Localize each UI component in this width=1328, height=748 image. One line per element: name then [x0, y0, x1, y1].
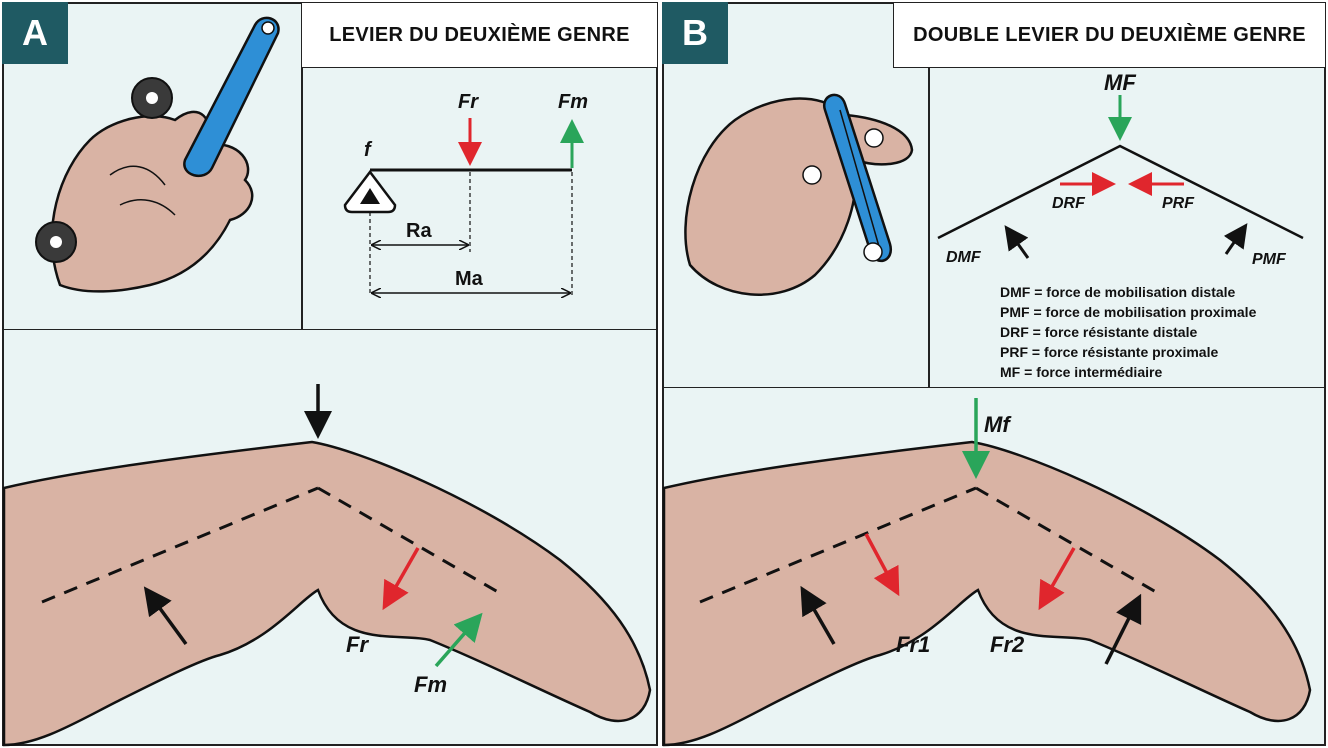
double-lever-bar	[938, 146, 1303, 238]
finger-mf-label: Mf	[984, 412, 1012, 437]
panel-a-finger-illustration: Fr Fm	[4, 384, 650, 745]
legend-row-dmf: DMF = force de mobilisation distale	[1000, 282, 1320, 302]
panel-b-finger-illustration: Mf Fr1 Fr2	[664, 398, 1310, 745]
finger-fr1-label: Fr1	[896, 632, 930, 657]
pmf-label: PMF	[1252, 251, 1287, 268]
legend-row-prf: PRF = force résistante proximale	[1000, 342, 1320, 362]
resist-force-label: Fr	[458, 91, 479, 113]
finger-resist-label: Fr	[346, 632, 369, 657]
fulcrum-label: f	[364, 139, 373, 161]
panel-b-hand-illustration	[685, 95, 912, 295]
pmf-arrow	[1226, 228, 1244, 254]
dmf-arrow	[1008, 230, 1028, 258]
resist-arm-label: Ra	[406, 220, 432, 242]
legend-row-pmf: PMF = force de mobilisation proximale	[1000, 302, 1320, 322]
legend-row-drf: DRF = force résistante distale	[1000, 322, 1320, 342]
lever-diagram: f Fr Fm Ra Ma	[345, 91, 588, 295]
finger-fr2-label: Fr2	[990, 632, 1025, 657]
finger-motor-label: Fm	[414, 672, 447, 697]
panel-a-hand-illustration	[36, 18, 279, 292]
legend-row-mf: MF = force intermédiaire	[1000, 362, 1320, 382]
drf-label: DRF	[1052, 195, 1086, 212]
force-legend: DMF = force de mobilisation distale PMF …	[1000, 282, 1320, 382]
mf-label: MF	[1104, 70, 1136, 95]
motor-arm-label: Ma	[455, 268, 484, 290]
dmf-label: DMF	[946, 249, 982, 266]
motor-force-label: Fm	[558, 91, 588, 113]
prf-label: PRF	[1162, 195, 1195, 212]
double-lever-diagram: MF DRF PRF DMF PMF	[938, 70, 1303, 268]
